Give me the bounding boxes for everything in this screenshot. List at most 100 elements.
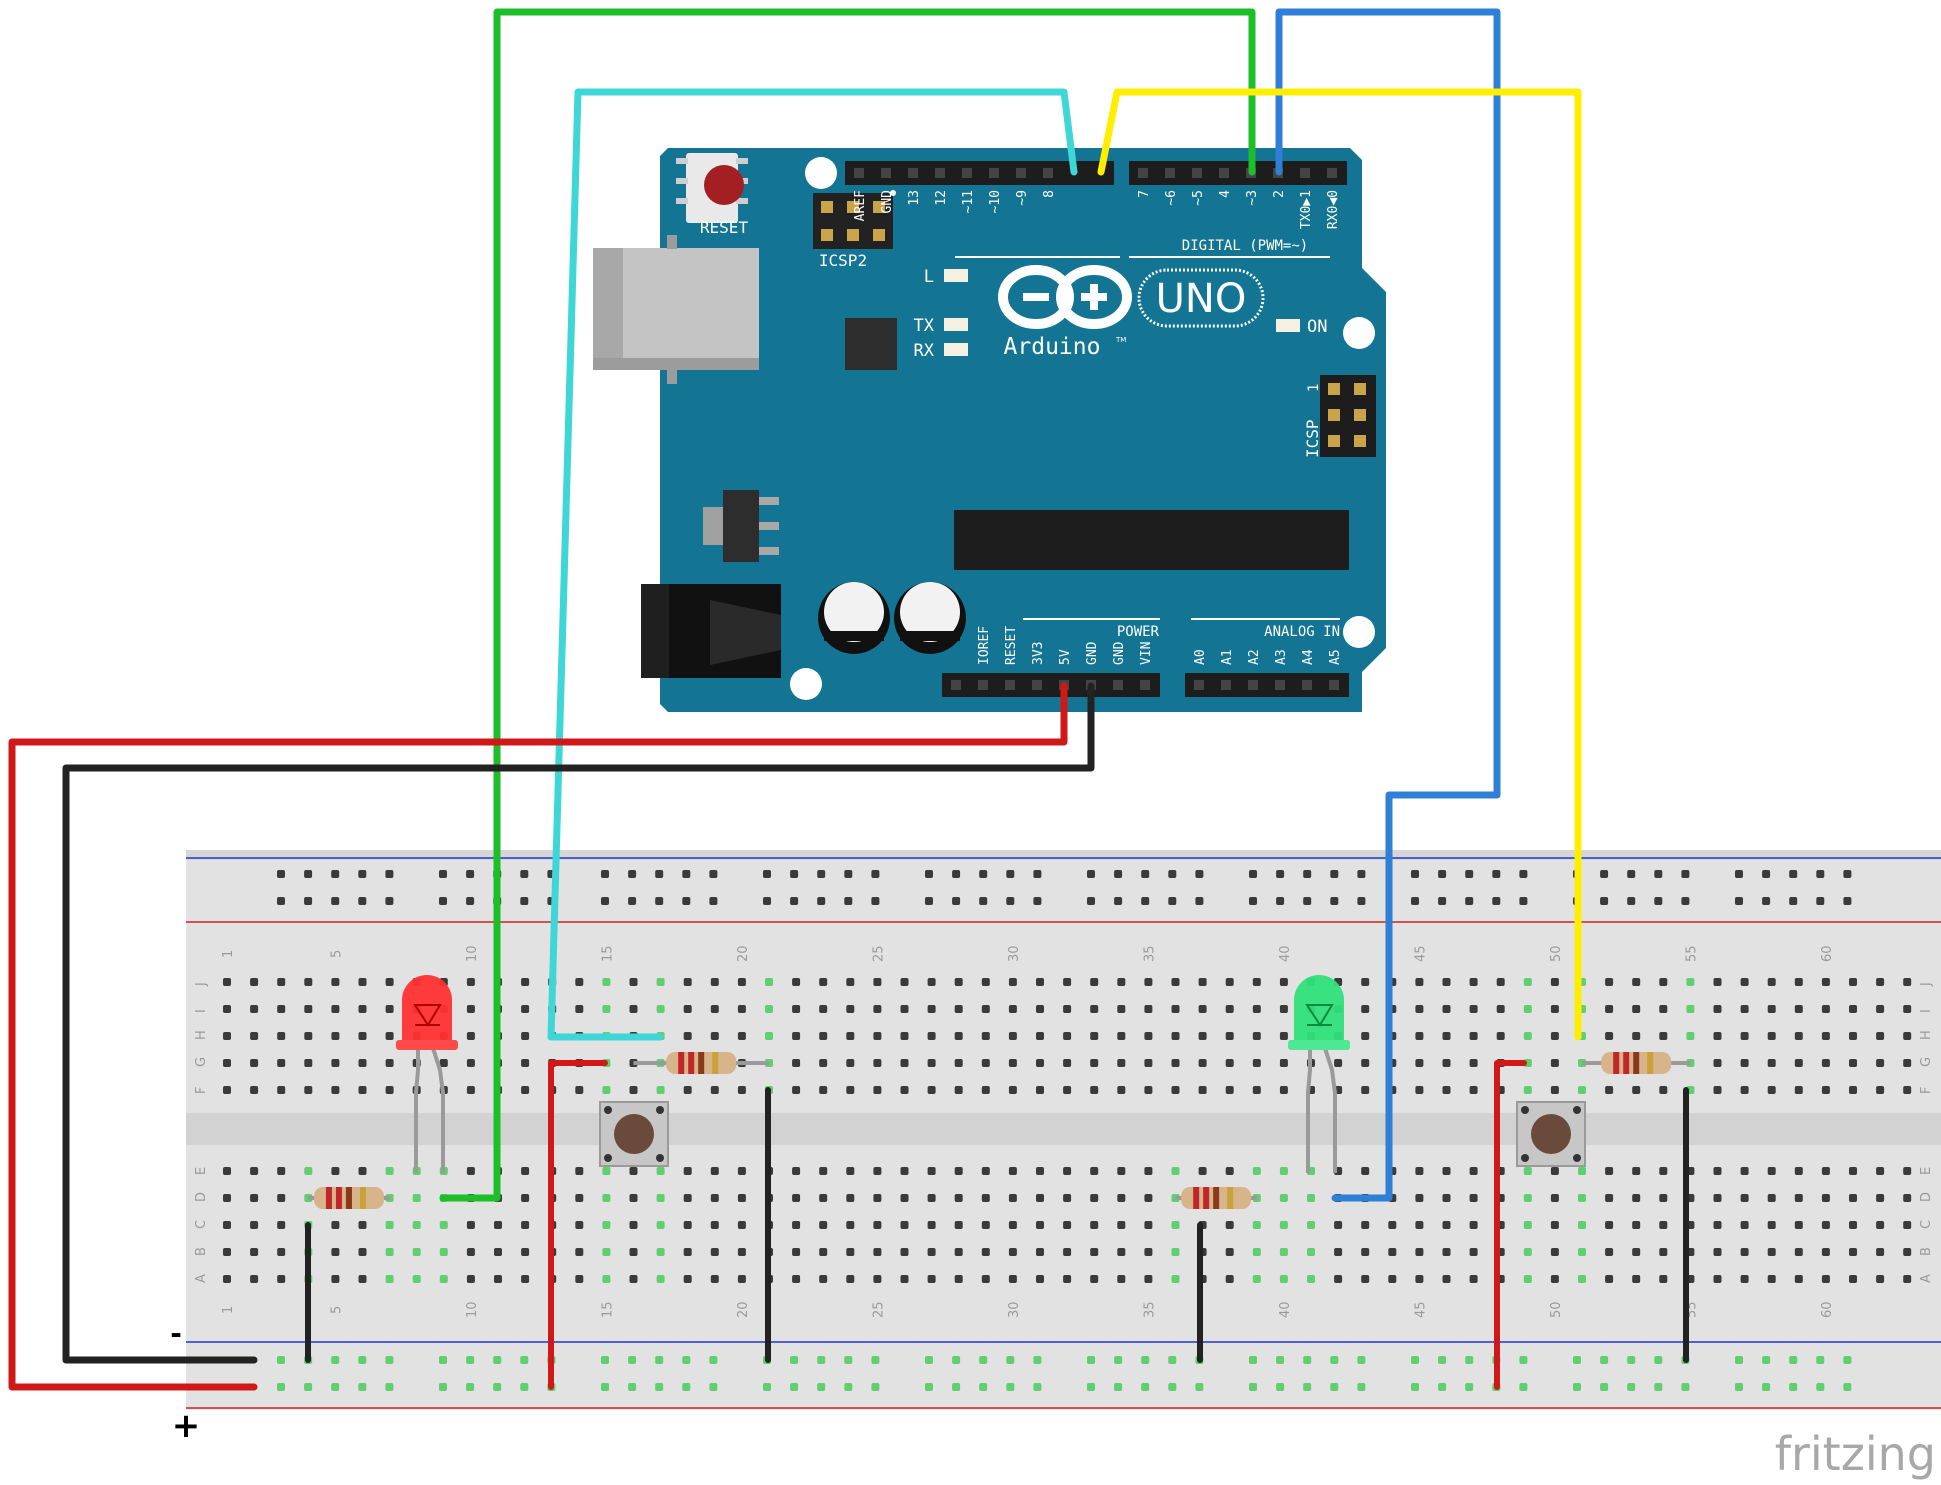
- breadboard-hole: [1794, 1275, 1803, 1283]
- breadboard-hole: [1632, 1221, 1641, 1229]
- header-pin: [1302, 680, 1312, 690]
- breadboard-hole: [223, 978, 231, 986]
- pushbutton-1[interactable]: [599, 1101, 669, 1167]
- header-pin: [854, 168, 864, 178]
- breadboard-hole: [1442, 1275, 1451, 1283]
- row-letter: J: [194, 982, 209, 987]
- breadboard-hole: [385, 1032, 394, 1040]
- breadboard-hole: [1225, 1221, 1234, 1229]
- breadboard-hole: [792, 1167, 801, 1175]
- pushbutton-2[interactable]: [1516, 1101, 1586, 1167]
- breadboard-hole: [1415, 1032, 1424, 1040]
- icsp-label: ICSP: [1303, 419, 1322, 458]
- breadboard-hole: [1252, 1032, 1261, 1040]
- row-letter: G: [1919, 1057, 1934, 1067]
- breadboard-hole: [1876, 978, 1885, 986]
- rail-hole: [952, 1383, 961, 1391]
- breadboard-hole: [1821, 1167, 1830, 1175]
- breadboard-hole: [846, 1086, 855, 1094]
- breadboard-hole: [1605, 1086, 1614, 1094]
- breadboard-hole: [900, 1005, 909, 1013]
- breadboard-hole: [1144, 1194, 1153, 1202]
- rail-hole: [844, 1356, 853, 1364]
- breadboard-hole: [1361, 1248, 1370, 1256]
- breadboard-hole: [304, 1167, 313, 1175]
- digital-pin-label: 8: [1042, 190, 1057, 198]
- breadboard-hole: [954, 1059, 963, 1067]
- breadboard-hole: [1090, 1005, 1099, 1013]
- rail-hole: [331, 897, 340, 905]
- rail-hole: [1141, 870, 1150, 878]
- analog-header: [1185, 673, 1349, 697]
- breadboard-hole: [1036, 1275, 1044, 1283]
- column-number: 50: [1549, 1301, 1564, 1318]
- breadboard-hole: [737, 1248, 746, 1256]
- breadboard-hole: [1767, 1248, 1776, 1256]
- row-letter: C: [1919, 1220, 1934, 1229]
- rail-hole: [1276, 1383, 1285, 1391]
- breadboard-hole: [927, 1248, 936, 1256]
- wire-cyan-pin9: [547, 88, 1078, 1041]
- breadboard-hole: [1849, 1167, 1857, 1175]
- breadboard-hole: [1144, 1032, 1153, 1040]
- breadboard-hole: [1334, 1059, 1343, 1067]
- header-pin: [989, 168, 999, 178]
- rail-hole: [1600, 897, 1609, 905]
- breadboard-hole: [331, 1032, 340, 1040]
- breadboard-hole: [331, 1167, 340, 1175]
- rail-hole: [520, 1356, 529, 1364]
- breadboard-hole: [385, 1059, 394, 1067]
- breadboard-hole: [792, 1086, 801, 1094]
- breadboard-hole: [1794, 1167, 1803, 1175]
- breadboard-hole: [1876, 1194, 1885, 1202]
- breadboard-hole: [250, 1059, 259, 1067]
- breadboard-hole: [927, 978, 936, 986]
- column-number: 40: [1278, 945, 1293, 962]
- breadboard-hole: [1876, 1032, 1885, 1040]
- breadboard-hole: [927, 1059, 936, 1067]
- breadboard-hole: [466, 1086, 475, 1094]
- breadboard-hole: [277, 1005, 286, 1013]
- breadboard-hole: [1279, 1221, 1288, 1229]
- reset-button[interactable]: [676, 153, 748, 223]
- rail-hole: [277, 1383, 285, 1391]
- breadboard-hole: [1713, 1221, 1722, 1229]
- breadboard-hole: [981, 1032, 990, 1040]
- breadboard-hole: [358, 1167, 367, 1175]
- power-pin-label: GND: [1085, 641, 1100, 665]
- rail-hole: [1411, 1383, 1419, 1391]
- breadboard-hole: [954, 1167, 963, 1175]
- header-pin: [1248, 680, 1258, 690]
- breadboard-hole: [981, 1194, 990, 1202]
- breadboard-hole: [1171, 1275, 1180, 1283]
- rail-hole: [682, 1383, 691, 1391]
- rail-hole: [1816, 1356, 1825, 1364]
- breadboard-hole: [737, 978, 746, 986]
- rail-hole: [1033, 1383, 1042, 1391]
- power-pin-label: RESET: [1004, 626, 1019, 665]
- breadboard-hole: [1523, 1167, 1532, 1175]
- breadboard-hole: [304, 1086, 313, 1094]
- breadboard-hole: [1279, 1086, 1288, 1094]
- breadboard-hole: [304, 1032, 313, 1040]
- breadboard-hole: [1903, 1221, 1912, 1229]
- breadboard-hole: [900, 1167, 909, 1175]
- breadboard-hole: [1903, 1059, 1912, 1067]
- breadboard-hole: [223, 1248, 231, 1256]
- row-letter: F: [1919, 1087, 1934, 1094]
- breadboard-hole: [710, 1005, 719, 1013]
- breadboard-hole: [1279, 1005, 1288, 1013]
- breadboard-hole: [656, 1005, 665, 1013]
- row-letter: B: [1919, 1247, 1934, 1256]
- column-number: 25: [871, 945, 886, 962]
- rail-hole: [358, 1356, 367, 1364]
- breadboard-hole: [1415, 1275, 1424, 1283]
- breadboard-hole: [1442, 1032, 1451, 1040]
- rail-hole: [844, 897, 853, 905]
- breadboard-hole: [1632, 1167, 1641, 1175]
- rail-hole: [601, 870, 609, 878]
- rail-hole: [1195, 897, 1204, 905]
- rail-hole: [790, 1356, 799, 1364]
- rail-hole: [1357, 897, 1366, 905]
